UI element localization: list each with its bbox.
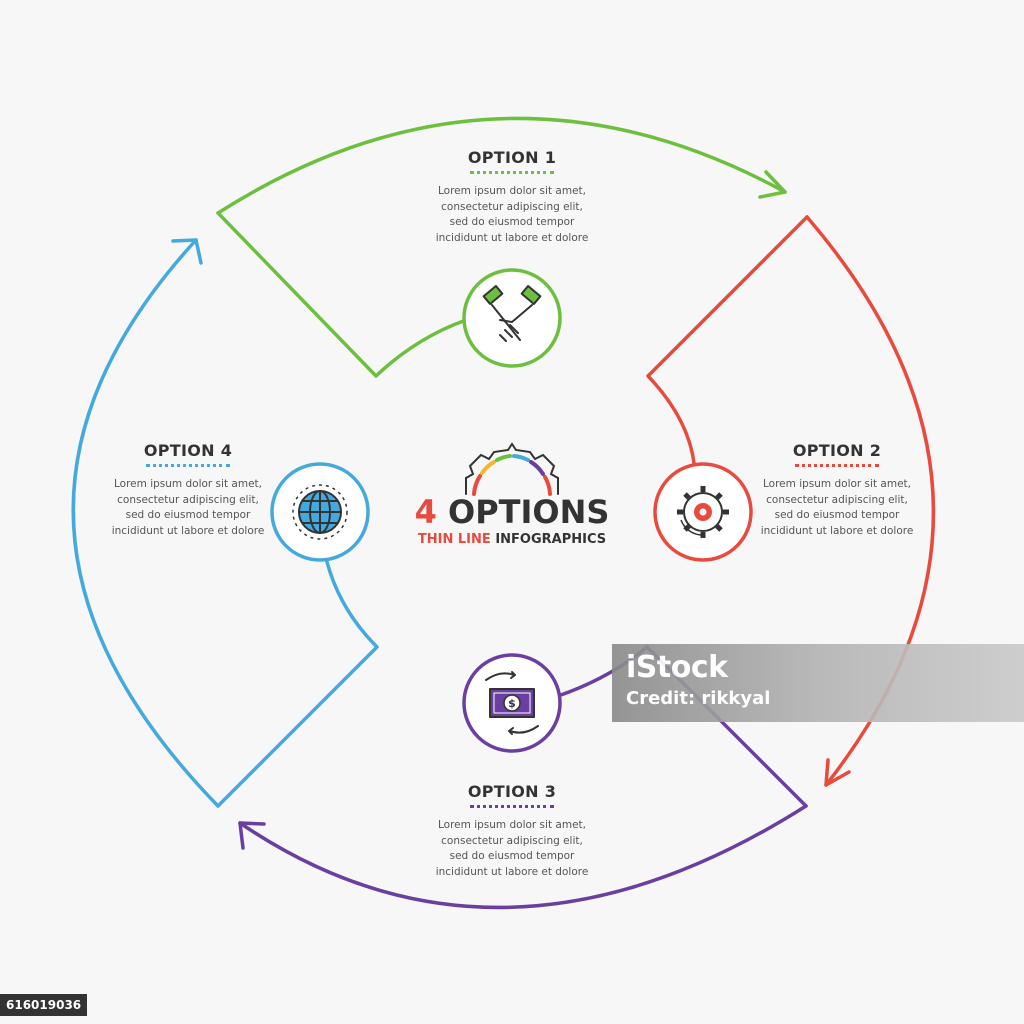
option-1-body-line: sed do eiusmod tempor <box>449 216 575 229</box>
option-4-body-line: consectetur adipiscing elit, <box>117 493 259 506</box>
stock-id-label: 616019036 <box>0 994 88 1016</box>
option-3-body-line: incididunt ut labore et dolore <box>435 865 589 878</box>
option-2-body-line: incididunt ut labore et dolore <box>760 524 914 537</box>
center-title: 4 OPTIONS <box>392 494 632 530</box>
center-subtitle-rest: INFOGRAPHICS <box>495 532 607 547</box>
watermark-credit: Credit: rikkyal <box>626 688 771 709</box>
globe-icon <box>292 484 348 540</box>
money-exchange-icon <box>485 671 539 735</box>
arrowhead-option-2 <box>824 758 851 787</box>
option-2-body-line: consectetur adipiscing elit, <box>766 493 908 506</box>
option-3-body-line: Lorem ipsum dolor sit amet, <box>438 819 586 831</box>
watermark-banner: iStock Credit: rikkyal <box>612 644 1024 722</box>
arrowhead-option-1 <box>758 170 787 199</box>
option-1-body-line: incididunt ut labore et dolore <box>435 231 589 244</box>
center-gear-icon <box>465 442 559 496</box>
option-2-body-line: Lorem ipsum dolor sit amet, <box>763 478 911 490</box>
gear-icon <box>677 486 729 538</box>
option-1-body-line: Lorem ipsum dolor sit amet, <box>438 185 586 197</box>
option-2-body: Lorem ipsum dolor sit amet, consectetur … <box>732 477 942 539</box>
icon-circle-option-1 <box>462 268 562 368</box>
option-3-body: Lorem ipsum dolor sit amet, consectetur … <box>407 818 617 880</box>
money-exchange-icon-symbol: $ <box>508 697 516 710</box>
option-4-divider <box>146 464 230 467</box>
center-subtitle-highlight: THIN LINE <box>417 532 491 547</box>
option-1-title: OPTION 1 <box>467 148 557 167</box>
option-2-block: OPTION 2 Lorem ipsum dolor sit amet, con… <box>732 441 942 539</box>
segment-option-1 <box>216 116 787 378</box>
option-4-body: Lorem ipsum dolor sit amet, consectetur … <box>83 477 293 539</box>
center-title-word: OPTIONS <box>447 493 610 531</box>
option-1-body: Lorem ipsum dolor sit amet, consectetur … <box>407 184 617 246</box>
option-2-divider <box>795 464 879 467</box>
arrowhead-option-3 <box>238 821 266 850</box>
option-4-block: OPTION 4 Lorem ipsum dolor sit amet, con… <box>83 441 293 539</box>
handshake-icon <box>482 285 542 342</box>
option-4-title: OPTION 4 <box>143 441 233 460</box>
segment-option-4 <box>71 238 379 808</box>
option-2-body-line: sed do eiusmod tempor <box>774 509 900 522</box>
arrowhead-option-4 <box>171 238 203 265</box>
center-title-number: 4 <box>414 493 437 531</box>
option-3-body-line: consectetur adipiscing elit, <box>441 834 583 847</box>
option-3-body-line: sed do eiusmod tempor <box>449 850 575 863</box>
option-4-body-line: incididunt ut labore et dolore <box>111 524 265 537</box>
option-4-body-line: sed do eiusmod tempor <box>125 509 251 522</box>
option-1-block: OPTION 1 Lorem ipsum dolor sit amet, con… <box>407 148 617 246</box>
option-3-divider <box>470 805 554 808</box>
option-1-body-line: consectetur adipiscing elit, <box>441 200 583 213</box>
option-3-block: OPTION 3 Lorem ipsum dolor sit amet, con… <box>407 782 617 880</box>
option-4-body-line: Lorem ipsum dolor sit amet, <box>114 478 262 490</box>
option-2-title: OPTION 2 <box>792 441 882 460</box>
option-3-title: OPTION 3 <box>467 782 557 801</box>
watermark-logo: iStock <box>626 650 728 685</box>
center-subtitle: THIN LINE INFOGRAPHICS <box>392 532 632 547</box>
option-1-divider <box>470 171 554 174</box>
